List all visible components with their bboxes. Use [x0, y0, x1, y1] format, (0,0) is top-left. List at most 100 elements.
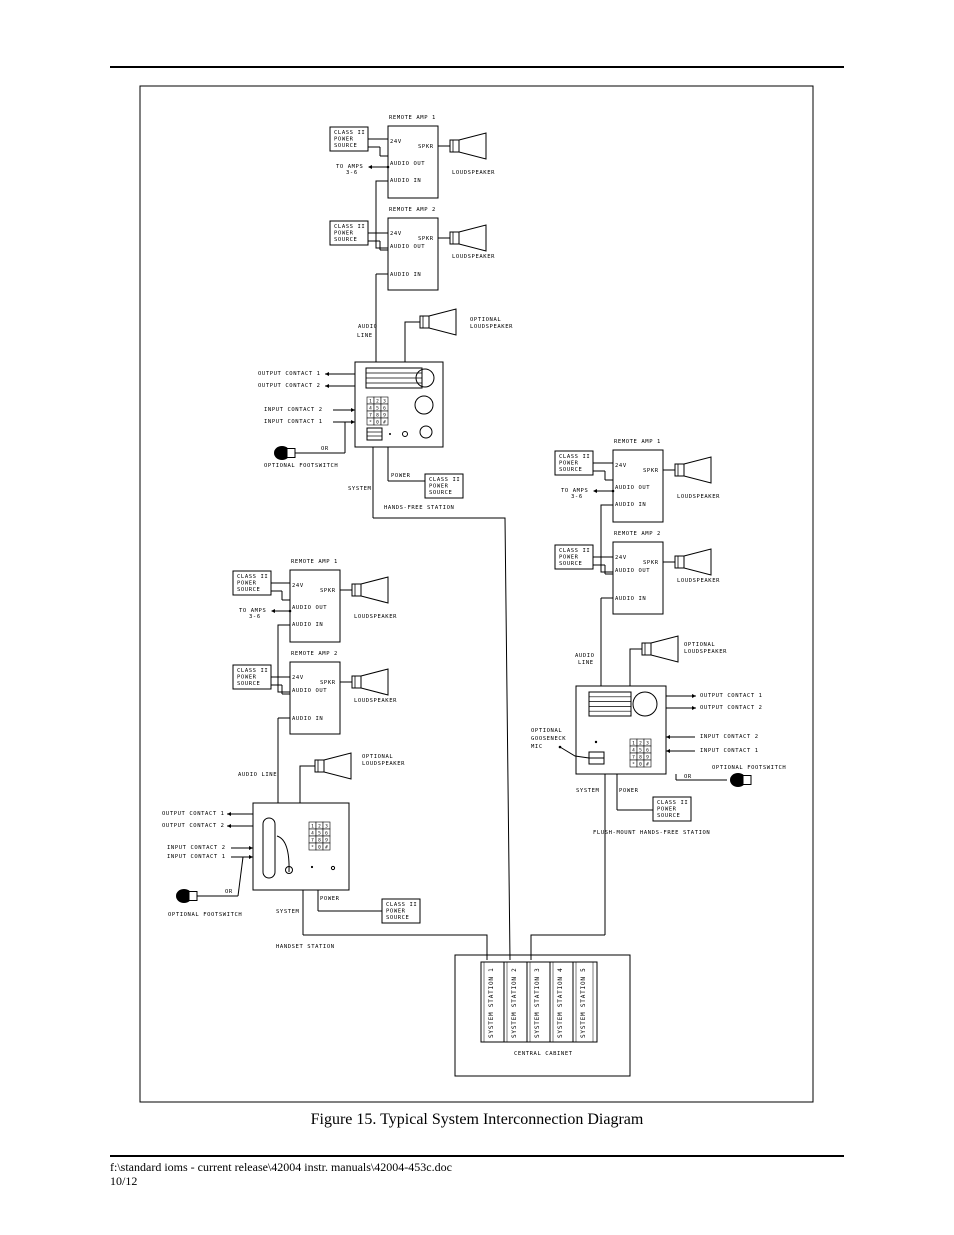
keypad-key-label: 3: [383, 398, 386, 404]
power-label: POWER: [386, 909, 406, 915]
audio-out-label: AUDIO OUT: [615, 485, 650, 491]
central-cabinet-box: [454, 954, 631, 1077]
footswitch-icon: [742, 775, 752, 785]
spkr-label: SPKR: [418, 144, 434, 150]
power-label: POWER: [559, 461, 579, 467]
power-label: POWER: [237, 675, 257, 681]
spkr-label: SPKR: [643, 468, 659, 474]
source-label: SOURCE: [237, 587, 260, 593]
class-ii-power-source-box: [381, 898, 421, 924]
optional-footswitch-label: OPTIONAL FOOTSWITCH: [168, 912, 242, 918]
class-ii-power-source-box: [232, 664, 272, 690]
footer-file-path: f:\standard ioms - current release\42004…: [110, 1160, 452, 1174]
power-label: POWER: [657, 807, 677, 813]
source-label: SOURCE: [386, 915, 409, 921]
figure-caption: Figure 15. Typical System Interconnectio…: [310, 1111, 644, 1128]
audio-in-label: AUDIO IN: [292, 716, 323, 722]
loudspeaker-label: LOUDSPEAKER: [677, 578, 720, 584]
header-rule: [110, 66, 844, 68]
loudspeaker-icon: [458, 132, 487, 160]
power-label: POWER: [334, 137, 354, 143]
keypad-key-label: *: [311, 844, 314, 850]
wire: [559, 746, 590, 759]
audio-label: AUDIO: [575, 653, 595, 659]
label-24v: 24V: [390, 139, 402, 145]
power-label: POWER: [559, 555, 579, 561]
keypad-key-label: 5: [376, 405, 379, 411]
cabinet-slot-label: SYSTEM STATION 5: [580, 967, 587, 1038]
footer-rule: [110, 1155, 844, 1157]
class-ii-power-source-box: [554, 450, 594, 476]
class-ii-power-source-box: [329, 220, 369, 246]
class-ii-label: CLASS II: [429, 477, 460, 483]
handset-icon: [262, 817, 276, 879]
keypad-key-label: 2: [376, 398, 379, 404]
arrow-icon: [593, 489, 597, 493]
remote-amp-1-box: [387, 125, 439, 199]
class-ii-label: CLASS II: [237, 574, 268, 580]
audio-out-label: AUDIO OUT: [615, 568, 650, 574]
volume-knob-icon: [414, 395, 434, 415]
spkr-label: SPKR: [643, 560, 659, 566]
keypad-key-label: 3: [646, 740, 649, 746]
remote-amp-2-box: [387, 217, 439, 291]
loudspeaker-icon: [428, 308, 457, 336]
wire: [375, 180, 388, 249]
keypad-key-label: #: [383, 419, 386, 425]
class-ii-label: CLASS II: [386, 902, 417, 908]
output-contact-1-label: OUTPUT CONTACT 1: [162, 811, 225, 817]
audio-in-label: AUDIO IN: [390, 178, 421, 184]
keypad-key-label: 6: [383, 405, 386, 411]
keypad-key-label: 8: [639, 754, 642, 760]
loudspeaker-icon: [360, 668, 389, 696]
audio-out-label: AUDIO OUT: [390, 244, 425, 250]
keypad-key-label: 5: [318, 830, 321, 836]
wire: [237, 856, 244, 897]
input-contact-2-label: INPUT CONTACT 2: [167, 845, 226, 851]
wire: [277, 624, 290, 693]
keypad-key-label: 6: [646, 747, 649, 753]
footswitch-icon: [176, 889, 192, 903]
loudspeaker-icon: [323, 752, 352, 780]
to-amps-label: TO AMPS: [561, 488, 588, 494]
keypad-key-label: 1: [369, 398, 372, 404]
power-label: POWER: [320, 896, 340, 902]
loudspeaker-label: LOUDSPEAKER: [362, 761, 405, 767]
speaker-grille: [366, 427, 383, 441]
keypad-key-label: #: [646, 761, 649, 767]
class-ii-label: CLASS II: [237, 668, 268, 674]
remote-amp-2-label: REMOTE AMP 2: [614, 531, 661, 537]
optional-footswitch-label: OPTIONAL FOOTSWITCH: [264, 463, 338, 469]
keypad-key-label: 8: [376, 412, 379, 418]
cabinet-slot-label: SYSTEM STATION 3: [534, 967, 541, 1038]
loudspeaker-label: LOUDSPEAKER: [452, 254, 495, 260]
keypad-key-label: 3: [325, 823, 328, 829]
optional-label: OPTIONAL: [362, 754, 393, 760]
remote-amp-2-label: REMOTE AMP 2: [389, 207, 436, 213]
arrow-icon: [325, 372, 329, 376]
source-label: SOURCE: [334, 143, 357, 149]
arrow-icon: [666, 735, 670, 739]
system-label: SYSTEM: [276, 909, 300, 915]
handset-station-label: HANDSET STATION: [276, 944, 335, 950]
loudspeaker-icon: [458, 224, 487, 252]
keypad-key-label: 9: [325, 837, 328, 843]
wire: [629, 648, 642, 686]
keypad-key-label: 4: [311, 830, 314, 836]
amps-range-label: 3-6: [571, 494, 583, 500]
class-ii-label: CLASS II: [559, 548, 590, 554]
audio-out-label: AUDIO OUT: [292, 688, 327, 694]
spkr-label: SPKR: [418, 236, 434, 242]
loudspeaker-icon: [674, 463, 685, 477]
output-contact-1-label: OUTPUT CONTACT 1: [258, 371, 321, 377]
arrow-icon: [692, 706, 696, 710]
footswitch-icon: [274, 446, 290, 460]
loudspeaker-icon: [683, 456, 712, 484]
loudspeaker-label: LOUDSPEAKER: [452, 170, 495, 176]
keypad-key-label: 0: [376, 419, 379, 425]
junction-dot: [386, 165, 390, 169]
loudspeaker-icon: [674, 555, 685, 569]
arrow-icon: [227, 824, 231, 828]
keypad-key-label: 0: [639, 761, 642, 767]
